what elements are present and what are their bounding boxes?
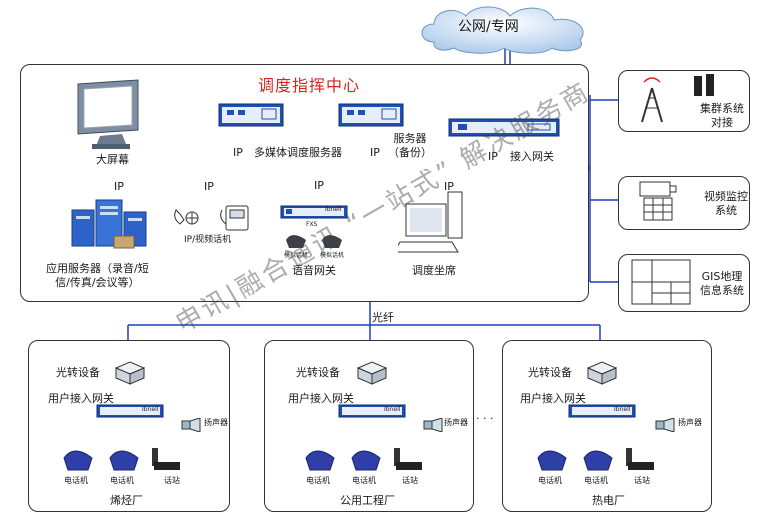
monitor-icon [77, 79, 139, 149]
radio-tower-icon [641, 74, 714, 123]
phones-icon [63, 448, 180, 471]
ellipsis: · · · [476, 412, 494, 425]
app-server-label: 应用服务器（录音/短 信/传真/会议等） [46, 262, 149, 289]
phones-icon [537, 448, 654, 471]
optical-device-icon [114, 361, 146, 385]
cloud-icon [421, 6, 584, 54]
map-grid-icon [631, 259, 691, 305]
site-optical-label: 光转设备 [528, 366, 572, 379]
voice-gateway-label: 语音网关 [292, 264, 336, 277]
phone-label: 电话机 [306, 476, 330, 485]
speaker-icon [655, 418, 675, 432]
access-gateway-label: 接入网关 [510, 150, 554, 163]
right-panel-cluster [618, 70, 750, 132]
access-gateway-icon [448, 118, 560, 137]
dispatch-center-title: 调度指挥中心 [258, 76, 361, 95]
cluster-label: 集群系统 对接 [700, 102, 744, 129]
ip-label: IP [233, 146, 243, 159]
ip-label: IP [488, 150, 498, 163]
site-optical-label: 光转设备 [296, 366, 340, 379]
fiber-label: 光纤 [372, 311, 394, 324]
site-optical-label: 光转设备 [56, 366, 100, 379]
voice-gateway-icon [280, 205, 348, 219]
ip-video-phone-label: IP/视频话机 [184, 235, 232, 245]
backup-server-label: 服务器 （备份） [388, 132, 432, 159]
device-badge: Ibnell [384, 406, 401, 413]
site-user-gateway-label: 用户接入网关 [48, 392, 114, 405]
analog-phone-label-1: 模拟话机 [284, 252, 309, 259]
optical-device-icon [356, 361, 388, 385]
phone-label: 电话机 [538, 476, 562, 485]
mm-server-icon [218, 103, 284, 127]
device-badge: Ibnell [325, 206, 342, 213]
speaker-label: 扬声器 [444, 418, 468, 427]
site-name: 热电厂 [592, 494, 625, 507]
phone-label: 电话机 [64, 476, 88, 485]
ip-label: IP [314, 179, 324, 192]
analog-phone-label-2: 模拟话机 [320, 252, 345, 259]
video-label: 视频监控 系统 [704, 190, 748, 217]
ip-label: IP [370, 146, 380, 159]
site-name: 烯烃厂 [110, 494, 143, 507]
site-user-gateway-label: 用户接入网关 [288, 392, 354, 405]
site-name: 公用工程厂 [340, 494, 395, 507]
camera-icon [639, 181, 677, 221]
phone-label: 电话机 [584, 476, 608, 485]
station-label: 话站 [402, 476, 418, 485]
site-user-gateway-label: 用户接入网关 [520, 392, 586, 405]
phone-label: 电话机 [110, 476, 134, 485]
user-gateway-icon [568, 404, 636, 418]
dispatch-desk-label: 调度坐席 [412, 264, 456, 277]
device-badge: Ibnell [614, 406, 631, 413]
speaker-icon [181, 418, 201, 432]
analog-phones-icon [286, 235, 342, 248]
phone-label: 电话机 [352, 476, 376, 485]
user-gateway-icon [96, 404, 164, 418]
speaker-icon [423, 418, 443, 432]
backup-server-icon [338, 103, 404, 127]
ip-phone-icon [174, 205, 249, 231]
ip-label: IP [114, 180, 124, 193]
fxs-label: FXS [306, 221, 318, 228]
cloud-label: 公网/专网 [458, 19, 519, 35]
device-badge: Ibnell [142, 406, 159, 413]
speaker-label: 扬声器 [204, 418, 228, 427]
speaker-label: 扬声器 [678, 418, 702, 427]
station-label: 话站 [634, 476, 650, 485]
app-server-icon [71, 199, 147, 249]
big-screen-label: 大屏幕 [96, 153, 129, 166]
optical-device-icon [586, 361, 618, 385]
mm-server-label: 多媒体调度服务器 [254, 146, 342, 159]
gis-label: GIS地理 信息系统 [700, 270, 744, 297]
user-gateway-icon [338, 404, 406, 418]
dispatch-desk-icon [398, 191, 463, 253]
phones-icon [305, 448, 422, 471]
station-label: 话站 [164, 476, 180, 485]
ip-label: IP [444, 180, 454, 193]
ip-label: IP [204, 180, 214, 193]
